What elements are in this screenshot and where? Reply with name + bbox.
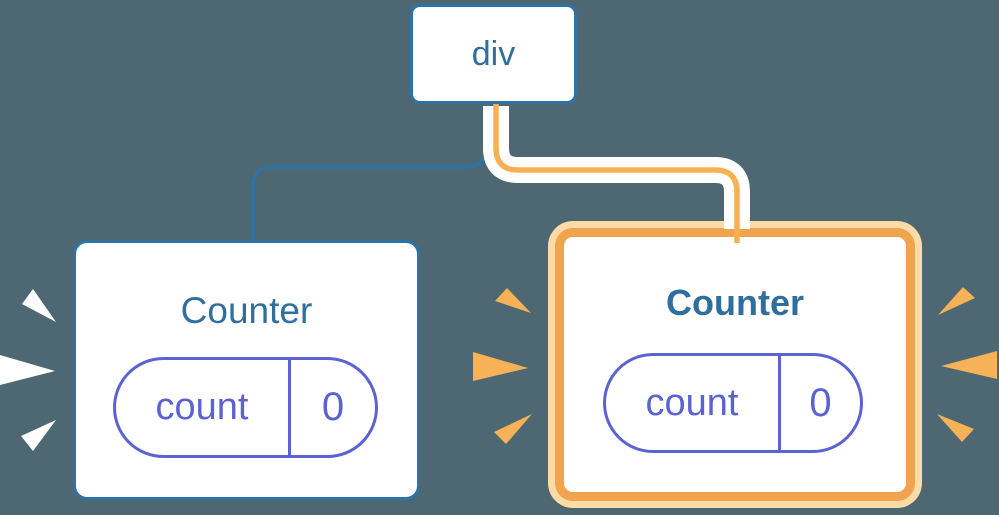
spark-icon — [21, 420, 56, 451]
state-key: count — [116, 360, 291, 455]
counter-node-right: Counter count 0 — [555, 228, 915, 501]
render-sparks-right-counter-right — [937, 287, 997, 442]
state-pill: count 0 — [113, 357, 378, 458]
spark-icon — [941, 351, 997, 379]
state-value: 0 — [321, 385, 345, 429]
render-sparks-right-counter-left — [473, 288, 532, 444]
spark-icon — [494, 414, 532, 444]
counter-node-left: Counter count 0 — [73, 240, 420, 500]
div-node-label: div — [471, 34, 516, 73]
spark-icon — [495, 288, 531, 313]
counter-title: Counter — [180, 290, 313, 331]
spark-icon — [22, 289, 56, 322]
spark-icon — [937, 414, 974, 442]
spark-icon — [0, 355, 55, 385]
state-value: 0 — [809, 380, 832, 425]
state-pill: count 0 — [603, 353, 863, 453]
counter-title: Counter — [666, 282, 804, 323]
div-node: div — [410, 4, 577, 104]
state-key: count — [606, 356, 781, 450]
render-sparks-left-counter — [0, 289, 56, 451]
edge-div-to-left-counter — [251, 104, 489, 241]
spark-icon — [473, 352, 528, 381]
edge-div-to-right-counter-outline — [483, 106, 750, 229]
spark-icon — [938, 287, 975, 315]
edge-div-to-right-counter — [493, 104, 740, 243]
